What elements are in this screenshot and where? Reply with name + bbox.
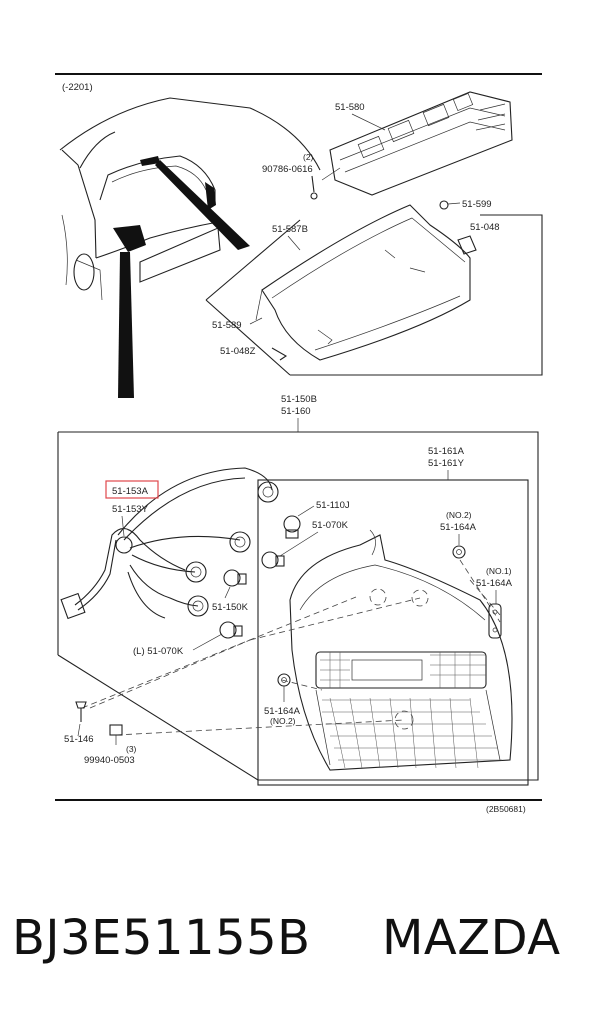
highlight-51-153a xyxy=(105,480,159,499)
part-number: BJ3E51155B xyxy=(12,910,311,966)
high-mount-lamp xyxy=(321,91,513,196)
label-99940-qty: (3) xyxy=(126,744,137,754)
lamp-black-right xyxy=(205,182,216,210)
lamp-assembly-frame xyxy=(57,431,539,786)
screw-icon xyxy=(310,175,318,200)
label-no2-bottom: (NO.2) xyxy=(270,716,296,726)
car-rear-sketch xyxy=(59,97,321,398)
bulb-icon-51-150k xyxy=(223,569,247,587)
connector-icon xyxy=(60,592,86,620)
washer-icon xyxy=(277,673,291,687)
socket-icon xyxy=(257,481,279,503)
label-51-110j: 51-110J xyxy=(316,500,350,511)
label-51-160: 51-160 xyxy=(281,406,311,417)
label-51-150k: 51-150K xyxy=(212,602,249,613)
gasket-icon xyxy=(488,603,502,639)
label-51-161a: 51-161A xyxy=(428,446,465,457)
label-no1: (NO.1) xyxy=(486,566,512,576)
socket-icon xyxy=(185,561,207,583)
label-51-150b: 51-150B xyxy=(281,394,317,405)
leader-wedge-top xyxy=(155,160,250,250)
label-l-51-070k: (L) 51-070K xyxy=(133,646,184,657)
label-90786-qty: (2) xyxy=(303,152,314,162)
caption: BJ3E51155B MAZDA xyxy=(0,898,600,978)
wiring-harness xyxy=(60,467,279,620)
label-51-599: 51-599 xyxy=(462,199,492,210)
label-no2-top: (NO.2) xyxy=(446,510,472,520)
label-51-580: 51-580 xyxy=(335,102,365,113)
label-51-164a-top: 51-164A xyxy=(440,522,477,533)
clip-z-icon xyxy=(271,347,288,361)
label-90786-0616: 90786-0616 xyxy=(262,164,313,175)
grommet-icon xyxy=(115,536,133,554)
label-51-153a: 51-153A xyxy=(112,486,149,497)
parts-diagram: (-2201) (2B50681) 51-580 (2) 90786-0616 xyxy=(55,73,543,814)
brand-name: MAZDA xyxy=(382,910,561,966)
label-51-161y: 51-161Y xyxy=(428,458,465,469)
bracket-icon xyxy=(457,235,477,255)
washer-icon xyxy=(452,545,466,559)
lamp-black-left xyxy=(113,225,146,252)
clip-icon xyxy=(439,200,449,210)
footer-code: (2B50681) xyxy=(486,804,526,814)
label-51-589: 51-589 xyxy=(212,320,242,331)
bulb-icon-l-51-070k xyxy=(219,621,243,639)
label-99940-0503: 99940-0503 xyxy=(84,755,135,766)
bulb-icon-51-070k xyxy=(261,551,285,569)
label-51-164a-bottom: 51-164A xyxy=(264,706,301,717)
label-51-070k: 51-070K xyxy=(312,520,349,531)
nut-icon xyxy=(109,724,123,745)
label-51-146: 51-146 xyxy=(64,734,94,745)
garnish-panel xyxy=(205,204,543,376)
label-51-048z: 51-048Z xyxy=(220,346,256,357)
leader-wedge-bottom xyxy=(118,252,134,398)
bulb-icon-51-110j xyxy=(283,515,301,539)
tail-lamp-lens xyxy=(289,529,513,771)
screw-icon xyxy=(75,701,87,722)
note-2201: (-2201) xyxy=(62,82,93,93)
label-51-587b: 51-587B xyxy=(272,224,308,235)
label-51-048: 51-048 xyxy=(470,222,500,233)
socket-icon xyxy=(229,531,251,553)
label-51-153y: 51-153Y xyxy=(112,504,149,515)
third-lamp-black xyxy=(140,156,160,166)
label-51-164a-right: 51-164A xyxy=(476,578,513,589)
socket-icon xyxy=(187,595,209,617)
